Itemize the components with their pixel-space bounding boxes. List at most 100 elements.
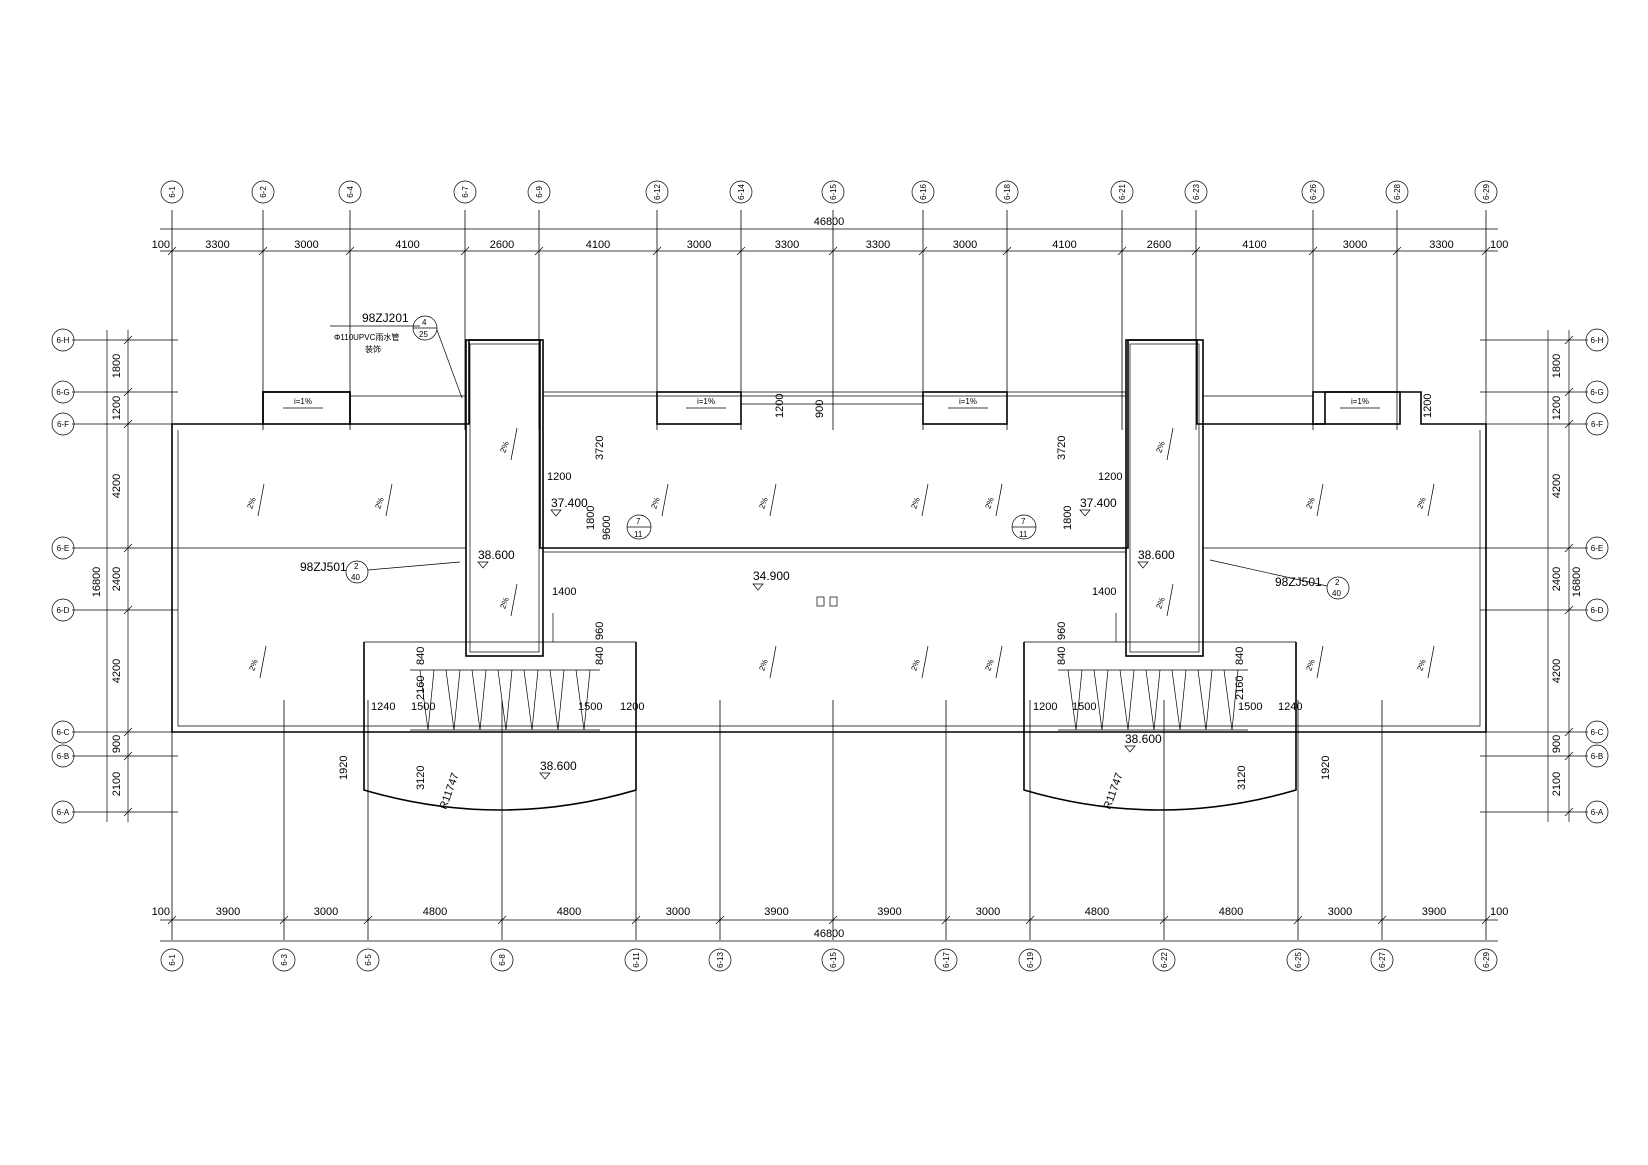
axis-bubble: 6-22 [1152, 948, 1176, 972]
svg-text:1500: 1500 [578, 701, 602, 713]
slope-label: 2% [1154, 596, 1166, 610]
axis-bubble: 6-D [1585, 598, 1609, 622]
side-dim: 4200 [111, 659, 123, 683]
svg-text:6-22: 6-22 [1160, 951, 1169, 968]
axis-bubble: 6-28 [1385, 180, 1409, 204]
axis-bubble: 6-1 [160, 948, 184, 972]
svg-text:4: 4 [422, 318, 427, 327]
edge-dim: 100 [1490, 239, 1508, 251]
top-dim: 3000 [687, 239, 711, 251]
svg-text:6-B: 6-B [1591, 752, 1603, 761]
axis-bubble: 6-G [51, 380, 75, 404]
top-dim: 4100 [1242, 239, 1266, 251]
svg-text:840: 840 [415, 647, 427, 665]
axis-bubble: 6-A [1585, 800, 1609, 824]
stair-tower-left [465, 339, 544, 657]
svg-text:6-23: 6-23 [1192, 183, 1201, 200]
axis-bubble: 6-9 [527, 180, 551, 204]
svg-text:6-C: 6-C [57, 728, 70, 737]
edge-dim: 100 [152, 239, 170, 251]
axis-bubble: 6-12 [645, 180, 669, 204]
bottom-dim: 4800 [1219, 906, 1243, 918]
axis-bubble: 6-C [51, 720, 75, 744]
side-dim: 1200 [1551, 396, 1563, 420]
elevation-label: 37.400 [551, 496, 588, 510]
canopy-radius: R11747 [1102, 771, 1126, 811]
pvc-note: Φ110UPVC雨水管 [334, 332, 399, 342]
axis-bubble: 6-3 [272, 948, 296, 972]
slope-label: 2% [909, 496, 921, 510]
svg-text:6-G: 6-G [1590, 388, 1603, 397]
bottom-dim: 3900 [1422, 906, 1446, 918]
bottom-dim: 3900 [764, 906, 788, 918]
side-dim: 1200 [111, 396, 123, 420]
svg-text:6-8: 6-8 [498, 954, 507, 966]
entrance-steps-right [1058, 669, 1248, 731]
entrance-canopy-left [363, 642, 637, 811]
slope-label: 2% [757, 496, 769, 510]
bottom-dim: 4800 [1085, 906, 1109, 918]
slope-label: 2% [649, 496, 661, 510]
axis-bubble: 6-8 [490, 948, 514, 972]
svg-text:6-1: 6-1 [168, 954, 177, 966]
svg-text:6-H: 6-H [57, 336, 70, 345]
axis-bubble: 6-4 [338, 180, 362, 204]
balcony-box-1 [262, 391, 351, 425]
axis-bubble: 6-26 [1301, 180, 1325, 204]
svg-text:1500: 1500 [411, 701, 435, 713]
bottom-dim: 4800 [557, 906, 581, 918]
svg-text:6-26: 6-26 [1309, 183, 1318, 200]
axis-bubble: 6-F [51, 412, 75, 436]
slope-label: 2% [247, 658, 259, 672]
svg-text:40: 40 [1332, 589, 1341, 598]
slope-label: 2% [373, 496, 385, 510]
svg-text:1920: 1920 [338, 756, 350, 780]
axis-bubble: 6-2 [251, 180, 275, 204]
bottom-dim: 4800 [423, 906, 447, 918]
axis-bubble: 6-16 [911, 180, 935, 204]
svg-text:6-29: 6-29 [1482, 951, 1491, 968]
svg-text:6-D: 6-D [57, 606, 70, 615]
elevation-label: 37.400 [1080, 496, 1117, 510]
svg-text:6-F: 6-F [1591, 420, 1603, 429]
top-dim: 3000 [953, 239, 977, 251]
svg-text:1240: 1240 [1278, 701, 1302, 713]
axis-bubble: 6-25 [1286, 948, 1310, 972]
slope-label: 2% [909, 658, 921, 672]
axis-bubble: 6-A [51, 800, 75, 824]
slope-label: i=1% [294, 397, 312, 406]
axis-bubble: 6-G [1585, 380, 1609, 404]
svg-text:6-29: 6-29 [1482, 183, 1491, 200]
svg-text:6-G: 6-G [56, 388, 69, 397]
svg-text:6-25: 6-25 [1294, 951, 1303, 968]
svg-text:3120: 3120 [415, 766, 427, 790]
svg-text:6-19: 6-19 [1026, 951, 1035, 968]
side-dim: 4200 [1551, 474, 1563, 498]
svg-text:6-E: 6-E [57, 544, 69, 553]
side-dim: 900 [1551, 735, 1563, 753]
elevation-label: 34.900 [753, 569, 790, 583]
roof-vent-right [829, 596, 838, 607]
svg-text:3720: 3720 [594, 436, 606, 460]
svg-text:1500: 1500 [1238, 701, 1262, 713]
svg-text:11: 11 [634, 530, 643, 539]
ref-98zj501-left: 98ZJ501 [300, 560, 347, 574]
top-dim: 3300 [205, 239, 229, 251]
svg-text:6-16: 6-16 [919, 183, 928, 200]
svg-text:6-17: 6-17 [942, 951, 951, 968]
ref-98zj201: 98ZJ201 [362, 311, 409, 325]
stair-tower-right [1125, 339, 1204, 657]
axis-bubble: 6-11 [624, 948, 648, 972]
top-dim: 3300 [775, 239, 799, 251]
axis-bubble: 6-17 [934, 948, 958, 972]
svg-text:6-E: 6-E [1591, 544, 1603, 553]
top-dim: 4100 [1052, 239, 1076, 251]
slope-label: 2% [983, 658, 995, 672]
svg-text:1500: 1500 [1072, 701, 1096, 713]
side-dim: 2400 [1551, 567, 1563, 591]
svg-text:6-27: 6-27 [1378, 951, 1387, 968]
bottom-dim: 3900 [877, 906, 901, 918]
svg-text:6-B: 6-B [57, 752, 69, 761]
svg-text:6-15: 6-15 [829, 183, 838, 200]
